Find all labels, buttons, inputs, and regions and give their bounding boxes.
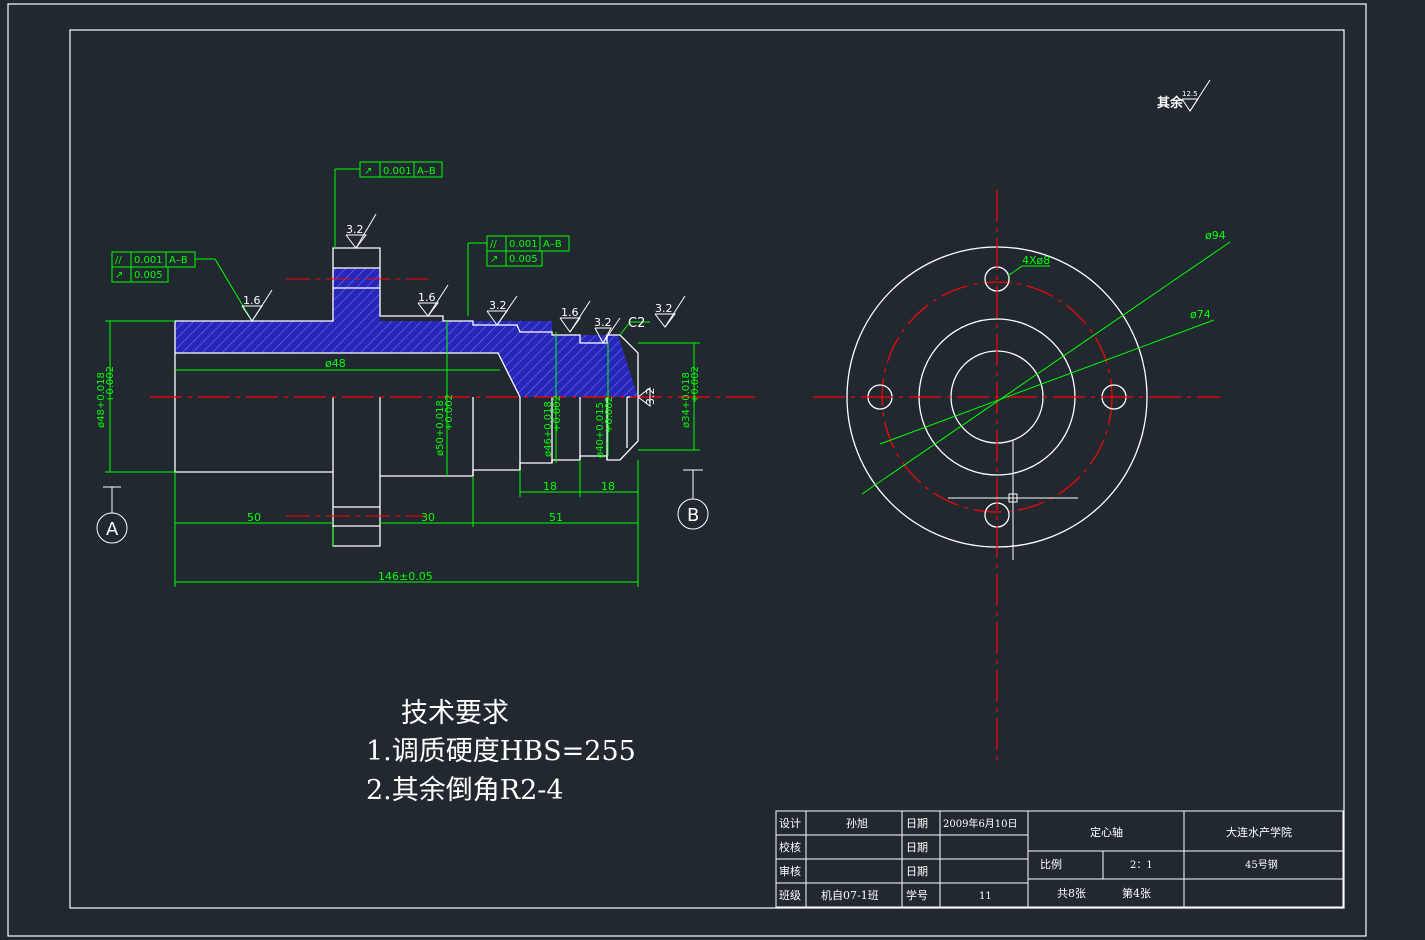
svg-text:班级: 班级	[779, 889, 801, 902]
svg-text:3.2: 3.2	[346, 223, 364, 236]
section-hatch	[175, 268, 638, 397]
dim-d50: ø50+0.018+0.002	[435, 394, 455, 456]
svg-text:↗: ↗	[115, 270, 123, 281]
svg-text:日期: 日期	[906, 817, 928, 830]
svg-text:45号钢: 45号钢	[1245, 858, 1278, 871]
svg-text:1.6: 1.6	[418, 291, 436, 304]
svg-text:其余: 其余	[1157, 95, 1184, 111]
dim-total: 146±0.05	[378, 570, 433, 583]
svg-text:2009年6月10日: 2009年6月10日	[943, 817, 1018, 830]
roughness-symbols	[241, 213, 686, 407]
side-view	[150, 247, 755, 547]
svg-text:3.2: 3.2	[655, 302, 673, 315]
svg-text:12.5: 12.5	[1182, 90, 1198, 98]
tolerance-upper: ↗ 0.001 A–B	[335, 161, 443, 178]
svg-text:3.2: 3.2	[594, 316, 612, 329]
general-roughness: 其余 12.5	[1157, 79, 1211, 112]
svg-text:定心轴: 定心轴	[1090, 825, 1123, 839]
end-view	[813, 190, 1231, 765]
dim-d46: ø46+0.018+0.002	[543, 395, 563, 457]
requirement-1: 1.调质硬度HBS=255	[366, 736, 636, 767]
dim-len51: 51	[549, 511, 563, 524]
svg-text:A–B: A–B	[543, 239, 562, 250]
datum-b: B	[677, 469, 709, 530]
svg-text:A–B: A–B	[417, 166, 436, 177]
svg-text:1.6: 1.6	[243, 294, 261, 307]
svg-text:11: 11	[979, 891, 992, 902]
dim-len30: 30	[421, 511, 435, 524]
svg-text:校核: 校核	[779, 840, 801, 854]
svg-text:↗: ↗	[490, 254, 498, 265]
svg-text:0.001: 0.001	[509, 239, 538, 250]
svg-text:审核: 审核	[779, 864, 801, 878]
datum-a: A	[96, 486, 128, 544]
title-block: 设计 孙旭 日期 2009年6月10日 校核 日期 审核 日期 班级 机自07-…	[775, 810, 1344, 908]
svg-text://: //	[115, 255, 122, 266]
svg-text:0.005: 0.005	[134, 270, 163, 281]
svg-text://: //	[490, 239, 497, 250]
dimensions	[105, 169, 700, 587]
dim-d40: ø40+0.015+0.002	[595, 396, 615, 458]
svg-text:↗: ↗	[364, 166, 372, 177]
dimension-labels: ø48 ø48+0.018+0.002 ø50+0.018+0.002 ø46+…	[96, 316, 701, 583]
tolerance-right: // 0.001 A–B ↗ 0.005	[468, 235, 570, 267]
svg-text:比例: 比例	[1040, 857, 1062, 871]
dim-d94: ø94	[1205, 229, 1226, 242]
svg-text:1.6: 1.6	[561, 306, 579, 319]
svg-text:共8张: 共8张	[1057, 887, 1086, 900]
dim-d48: ø48+0.018+0.002	[96, 366, 116, 428]
svg-text:A: A	[106, 519, 119, 540]
dim-len50: 50	[247, 511, 261, 524]
svg-text:日期: 日期	[906, 865, 928, 878]
dim-len18a: 18	[543, 480, 557, 493]
chamfer-label: C2	[628, 316, 645, 331]
dim-d48-inner: ø48	[325, 357, 346, 370]
svg-text:0.005: 0.005	[509, 254, 538, 265]
svg-text:3.2: 3.2	[644, 388, 657, 406]
svg-text:日期: 日期	[906, 841, 928, 854]
svg-text:设计: 设计	[779, 817, 801, 830]
outer-border	[7, 3, 1367, 937]
svg-text:第4张: 第4张	[1122, 886, 1151, 900]
dim-d34: ø34+0.018+0.002	[681, 366, 701, 428]
svg-text:机自07-1班: 机自07-1班	[821, 888, 879, 902]
svg-text:2：1: 2：1	[1130, 860, 1153, 871]
svg-text:0.001: 0.001	[134, 255, 163, 266]
svg-text:0.001: 0.001	[383, 166, 412, 177]
svg-text:3.2: 3.2	[489, 299, 507, 312]
tolerance-left: // 0.001 A–B ↗ 0.005	[111, 251, 196, 283]
end-view-labels: ø94 ø74 4Xø8	[1022, 229, 1226, 321]
svg-text:孙旭: 孙旭	[846, 816, 868, 830]
svg-text:学号: 学号	[906, 888, 928, 902]
requirement-2: 2.其余倒角R2-4	[366, 775, 564, 806]
svg-text:B: B	[687, 505, 699, 526]
requirements-title: 技术要求	[401, 698, 509, 729]
dim-len18b: 18	[601, 480, 615, 493]
dim-holes: 4Xø8	[1022, 254, 1050, 267]
dim-d74: ø74	[1190, 308, 1211, 321]
roughness-values: 3.2 1.6 1.6 3.2 1.6 3.2 3.2 3.2	[243, 223, 673, 405]
inner-border	[69, 29, 1345, 909]
svg-text:A–B: A–B	[169, 255, 188, 266]
technical-requirements: 技术要求 1.调质硬度HBS=255 2.其余倒角R2-4	[366, 698, 636, 806]
svg-text:大连水产学院: 大连水产学院	[1226, 825, 1292, 839]
